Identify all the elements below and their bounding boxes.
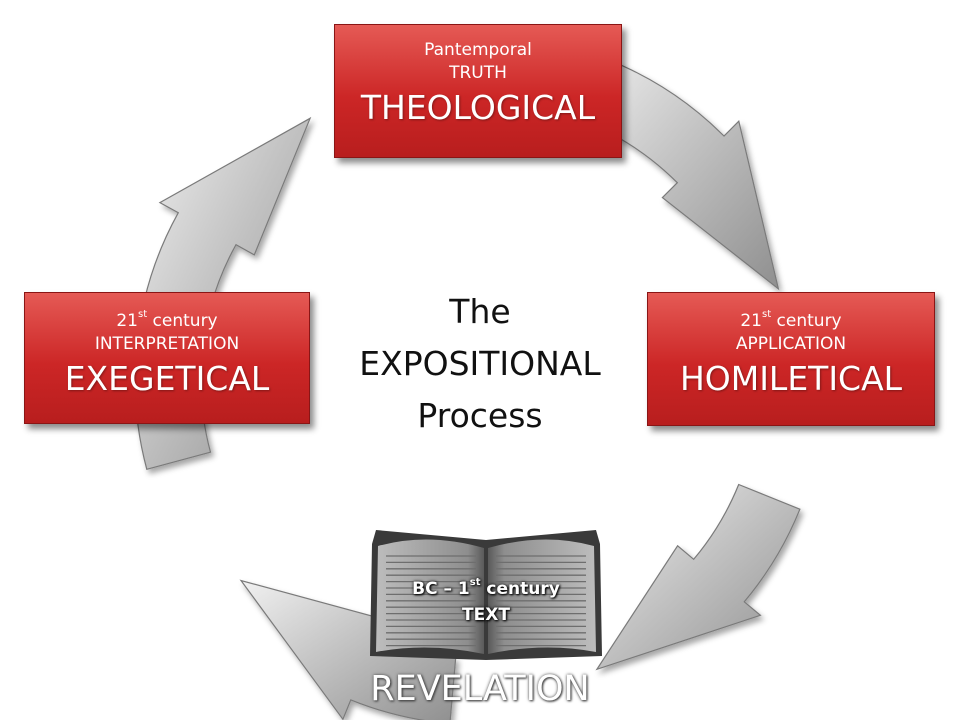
homiletical-title: HOMILETICAL — [679, 359, 903, 398]
homiletical-line1: 21st century — [648, 310, 934, 333]
homiletical-ordinal-rest: century — [771, 311, 842, 331]
revelation-title: REVELATION — [370, 669, 590, 709]
homiletical-ordinal-number: 21 — [740, 311, 762, 331]
theological-line1: Pantemporal — [424, 40, 532, 60]
revelation-suffix: st — [469, 577, 481, 589]
theological-title: THEOLOGICAL — [360, 88, 596, 127]
homiletical-box: 21st century APPLICATION HOMILETICAL — [647, 292, 935, 426]
exegetical-ordinal-rest: century — [147, 311, 218, 331]
revelation-rest: century — [480, 579, 560, 599]
homiletical-line2: APPLICATION — [735, 334, 847, 354]
center-title: The EXPOSITIONAL Process — [340, 286, 620, 442]
exegetical-line1: 21st century — [25, 310, 309, 333]
exegetical-ordinal-number: 21 — [116, 311, 138, 331]
theological-line2: TRUTH — [449, 63, 507, 83]
revelation-line2: TEXT — [462, 605, 510, 625]
right-page — [488, 539, 596, 654]
exegetical-box: 21st century INTERPRETATION EXEGETICAL — [24, 292, 310, 424]
left-page — [376, 539, 484, 654]
center-title-line1: The — [449, 292, 511, 331]
revelation-prefix: BC – 1 — [412, 579, 470, 599]
exegetical-line2: INTERPRETATION — [94, 334, 240, 354]
center-title-line3: Process — [417, 396, 543, 435]
revelation-text-label: BC – 1st century TEXT — [368, 576, 604, 628]
arrow-homiletical-to-revelation — [595, 483, 801, 671]
homiletical-ordinal-suffix: st — [762, 309, 772, 321]
exegetical-ordinal-suffix: st — [138, 309, 148, 321]
theological-box: Pantemporal TRUTH THEOLOGICAL — [334, 24, 622, 158]
exegetical-title: EXEGETICAL — [64, 359, 270, 398]
center-title-line2: EXPOSITIONAL — [359, 344, 601, 383]
revelation-line1: BC – 1st century — [368, 576, 604, 602]
open-bible-icon — [370, 530, 602, 660]
